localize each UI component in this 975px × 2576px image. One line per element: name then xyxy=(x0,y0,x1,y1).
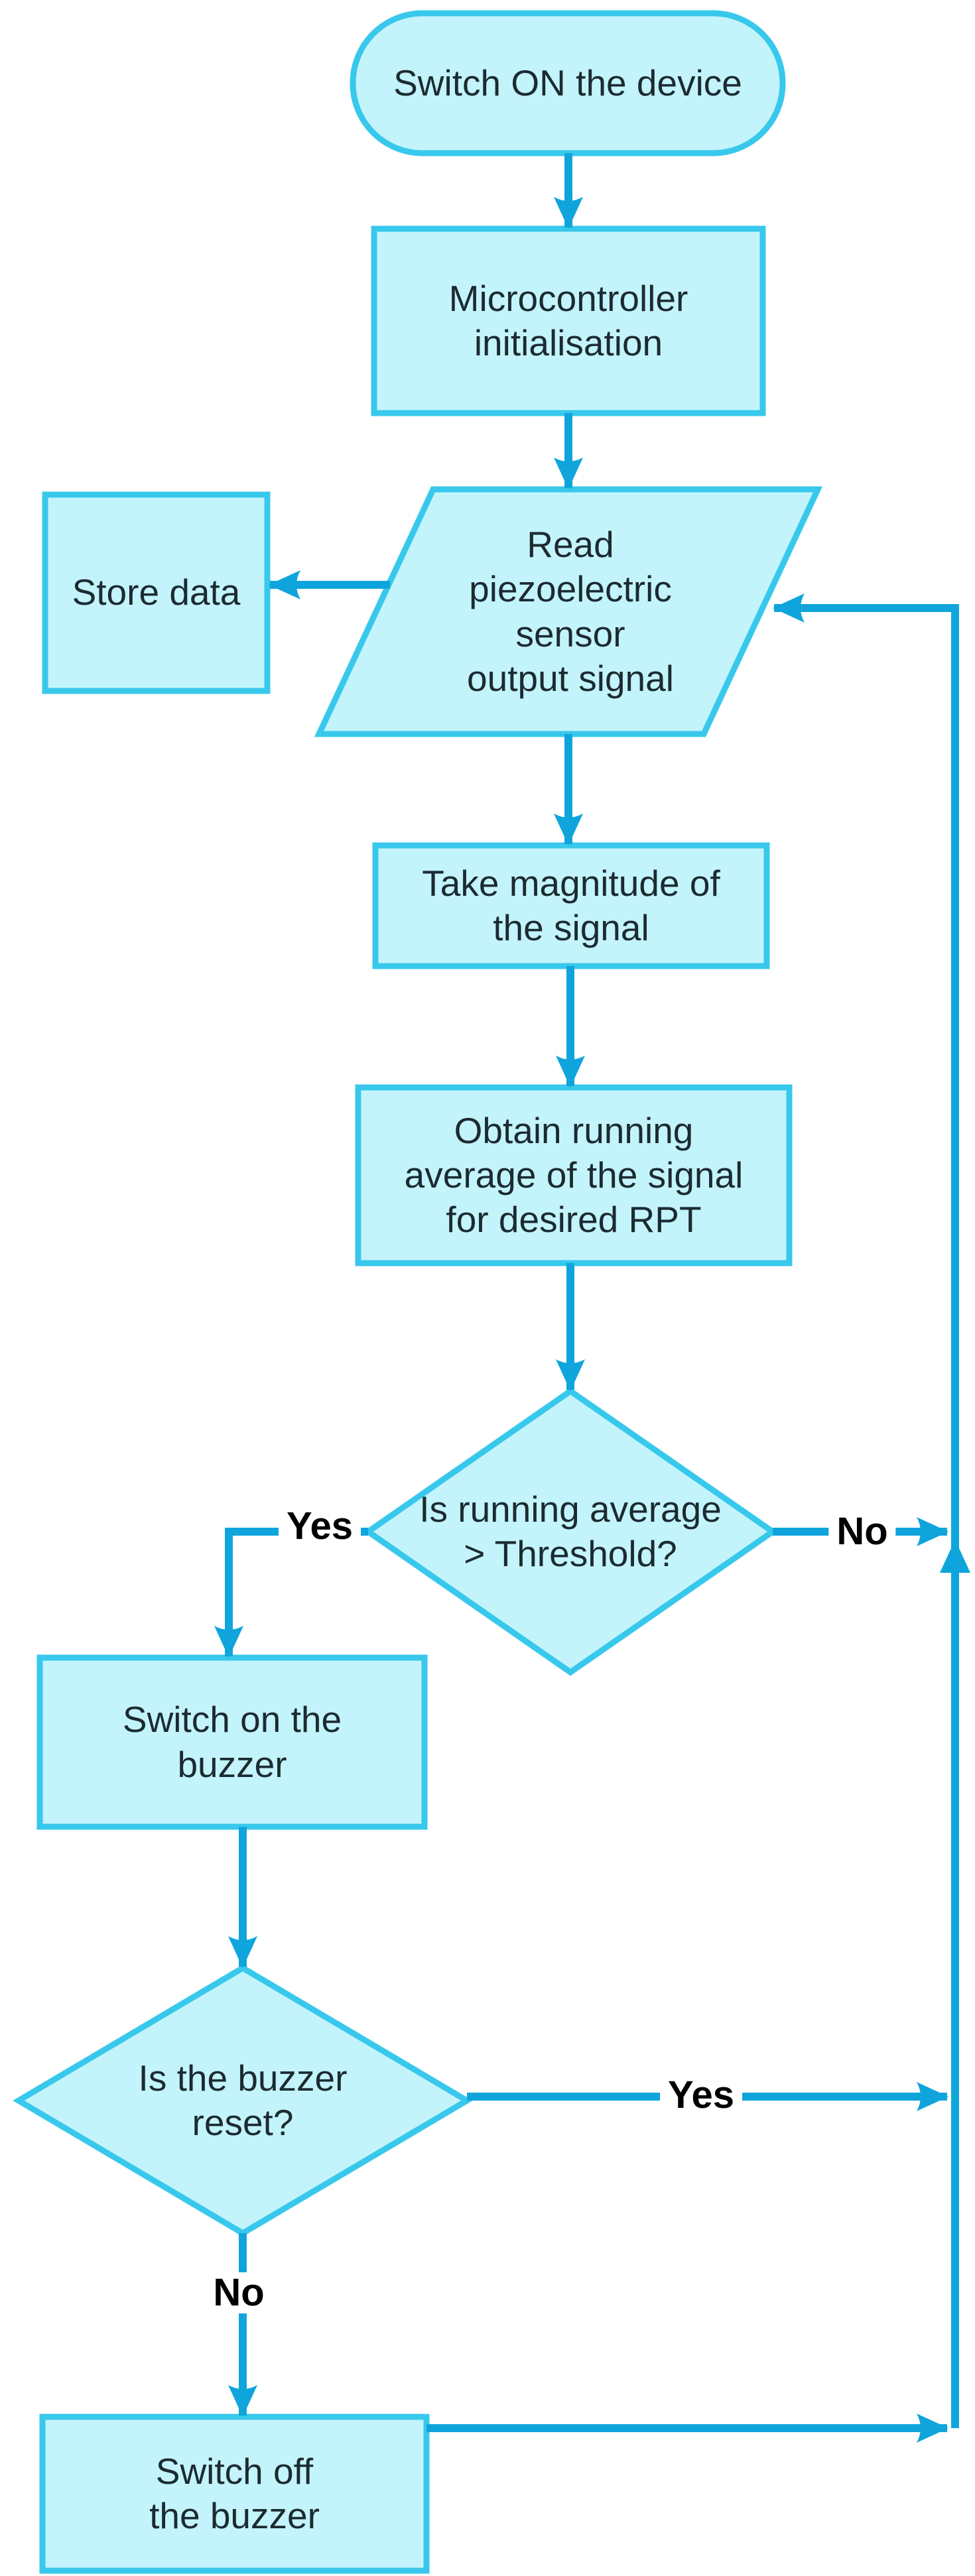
threshold-no-label: No xyxy=(828,1511,896,1552)
reset-yes-label: Yes xyxy=(660,2075,742,2116)
edge-threshold-yes xyxy=(214,1528,368,1658)
buzzer-on-shape xyxy=(36,1654,428,1830)
store-data-shape xyxy=(42,491,271,694)
buzzer-off-shape xyxy=(39,2414,430,2574)
take-magnitude-shape xyxy=(372,842,770,969)
start-terminator-label: Switch ON the device xyxy=(393,62,742,103)
buzzer-on-label: Switch on the buzzer xyxy=(122,1699,342,1785)
threshold-decision-label: Is running average > Threshold? xyxy=(419,1488,722,1574)
running-average-label: Obtain running average of the signal for… xyxy=(404,1109,744,1241)
microcontroller-init-label: Microcontroller initialisation xyxy=(448,277,688,363)
microcontroller-init-shape xyxy=(371,225,766,416)
reset-decision-label: Is the buzzer reset? xyxy=(138,2057,348,2143)
edge-return-loop xyxy=(773,593,959,2428)
threshold-yes-label: Yes xyxy=(279,1506,361,1547)
read-sensor-label: Read piezoelectric sensor output signal xyxy=(467,524,674,699)
return-line-up-arrowhead xyxy=(940,1540,970,1573)
threshold-decision-diamond-shape xyxy=(363,1387,778,1676)
reset-no-label: No xyxy=(205,2272,273,2313)
buzzer-off-label: Switch off the buzzer xyxy=(149,2450,320,2536)
read-sensor-parallelogram-shape xyxy=(314,486,823,737)
store-data-label: Store data xyxy=(72,572,241,613)
take-magnitude-label: Take magnitude of the signal xyxy=(422,862,720,948)
